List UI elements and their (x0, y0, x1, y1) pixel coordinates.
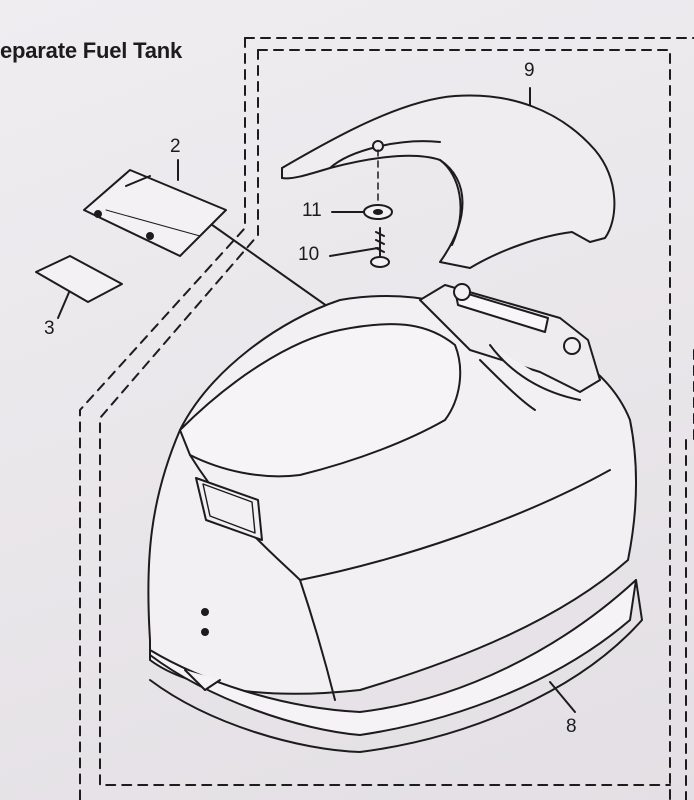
part-3-label (35, 255, 123, 303)
part-10-screw (370, 227, 390, 268)
callout-8: 8 (566, 716, 577, 737)
leader-line-3 (57, 289, 71, 319)
assembly-border-dashed (79, 37, 694, 800)
callout-9: 9 (524, 60, 535, 81)
leader-line-10 (329, 247, 379, 257)
callout-3: 3 (44, 318, 55, 339)
engine-cover (147, 283, 637, 701)
callout-10: 10 (298, 244, 320, 265)
part-9-handle (281, 94, 616, 269)
callout-11: 11 (302, 200, 322, 221)
callout-2: 2 (170, 136, 181, 157)
part-8-seal (149, 579, 643, 753)
diagram-title: eparate Fuel Tank (0, 38, 183, 63)
part-11-washer (363, 204, 393, 220)
leader-line-8 (549, 681, 576, 713)
part-2-decal (83, 169, 227, 257)
